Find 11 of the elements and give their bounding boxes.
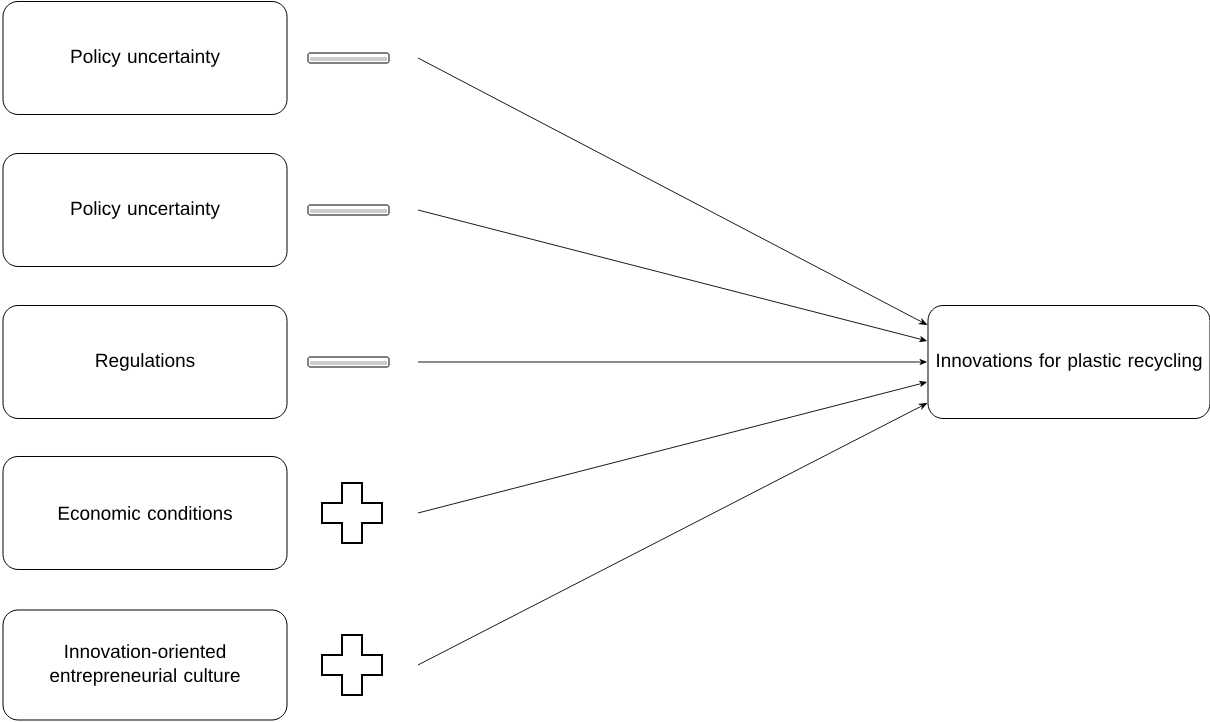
process-box: Economic conditions: [2, 456, 288, 570]
arrow: [417, 403, 927, 666]
process-box: Innovation-oriented entrepreneurial culture: [2, 609, 288, 721]
arrow: [417, 359, 927, 365]
arrow: [417, 209, 927, 342]
process-box: Policy uncertainty: [2, 153, 288, 267]
arrow: [417, 57, 927, 325]
process-box: Regulations: [2, 305, 288, 419]
process-box: Policy uncertainty: [2, 1, 288, 115]
process-box: Innovations for plastic recycling: [927, 305, 1210, 419]
arrow: [417, 381, 927, 514]
